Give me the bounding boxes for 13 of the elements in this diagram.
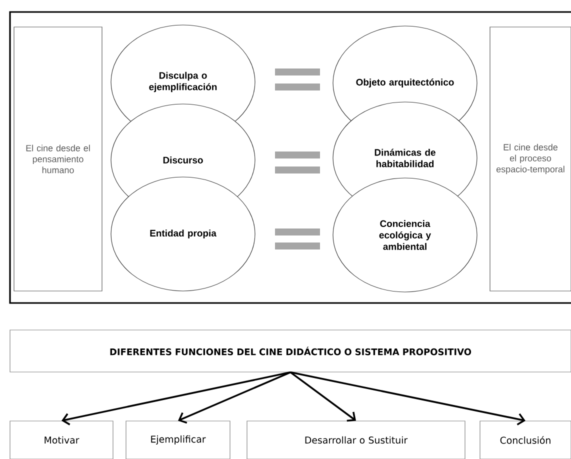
side-box: El cine desde el proceso espacio-temporal [490,26,571,292]
function-box: Conclusión [480,420,571,459]
function-box: Motivar [10,420,114,459]
arrow [62,371,291,426]
arrow [178,371,291,424]
ellipse-node: Entidad propia [110,176,256,292]
ellipse-node: Conciencia ecológica y ambiental [332,178,478,292]
arrow [290,372,356,422]
title-box: DIFERENTES FUNCIONES DEL CINE DIDÁCTICO O SISTEMA PROPOSITIVO [10,330,571,372]
arrow [290,371,526,426]
function-box: Ejemplificar [126,420,230,459]
function-box: Desarrollar o Sustituir [246,420,466,459]
side-box: El cine desde el pensamiento humano [14,26,102,292]
